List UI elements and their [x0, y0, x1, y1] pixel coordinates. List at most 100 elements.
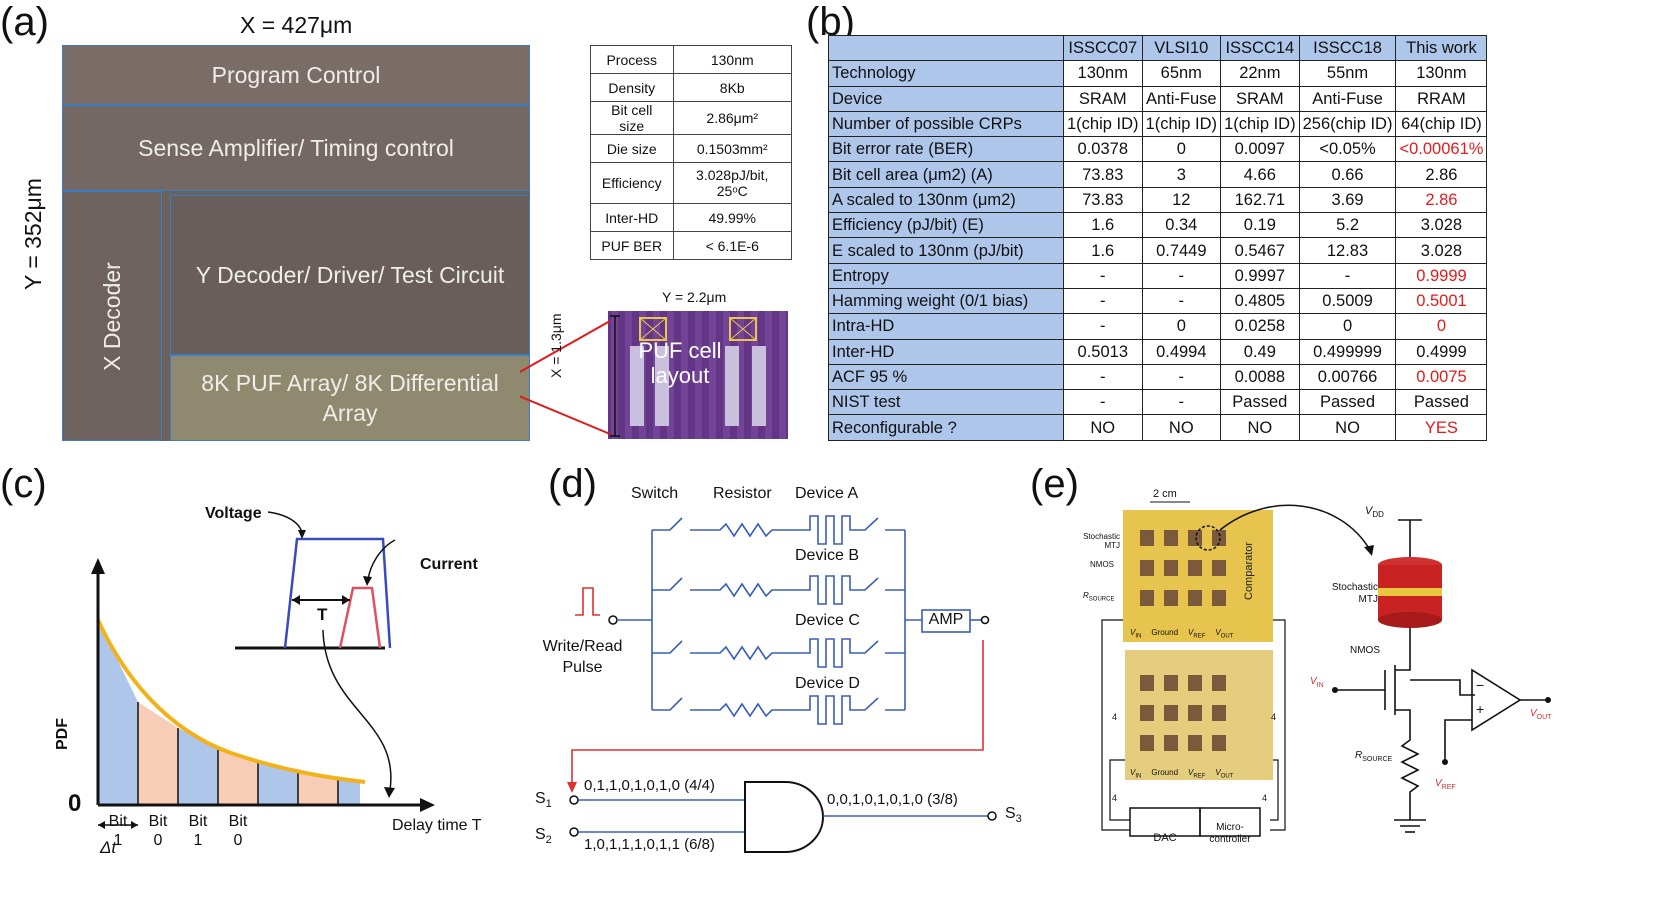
device-d-label: Device D: [795, 675, 860, 692]
puf-cell-layout: [520, 311, 788, 439]
row-label: Bit cell area (μm2) (A): [828, 161, 1064, 188]
table-cell: 0.66: [1298, 161, 1397, 188]
row-label: Entropy: [828, 262, 1064, 289]
t-label: T: [317, 605, 328, 624]
panel-e-diagram: [1101, 501, 1551, 837]
table-cell: 0.49: [1220, 338, 1300, 365]
device-branch-path: [652, 515, 905, 545]
row-label: Reconfigurable ?: [828, 414, 1064, 441]
panel-e-label: (e): [1030, 462, 1079, 506]
row-label: Efficiency (pJ/bit) (E): [828, 212, 1064, 239]
resistor-label: Resistor: [713, 485, 772, 502]
bin-7: [338, 778, 360, 805]
block-y-decoder: Y Decoder/ Driver/ Test Circuit: [170, 195, 530, 355]
table-cell: 22nm: [1220, 60, 1300, 87]
table-cell: 162.71: [1220, 186, 1300, 214]
delta-t-label: Δt: [100, 838, 117, 857]
table-cell: 0.5001: [1395, 287, 1488, 315]
table-cell: 0.499999: [1298, 338, 1397, 365]
table-cell: 0: [1395, 313, 1488, 340]
block-sense-amplifier: Sense Amplifier/ Timing control: [62, 105, 530, 191]
block-puf-array: 8K PUF Array/ 8K Differential Array: [170, 355, 530, 441]
table-cell: 0.34: [1141, 212, 1222, 239]
device-b-label: Device B: [795, 547, 860, 564]
column-header: ISSCC14: [1220, 34, 1300, 62]
device-branch: [652, 695, 905, 725]
table-cell: -: [1063, 389, 1143, 416]
x-decoder-text: X Decoder: [98, 261, 125, 371]
table-cell: 0.5467: [1220, 237, 1300, 264]
table-cell: SRAM: [1063, 85, 1143, 112]
table-cell: 0.9997: [1220, 262, 1300, 289]
row-label: Number of possible CRPs: [828, 110, 1064, 138]
puf-cell-layout-label: PUF cell layout: [638, 338, 722, 388]
table-cell: -: [1063, 313, 1143, 340]
current-label: Current: [420, 556, 478, 573]
amp-label: AMP: [928, 611, 964, 628]
table-cell: Anti-Fuse: [1298, 85, 1397, 112]
pdf-curve: [96, 619, 366, 784]
device-a-label: Device A: [795, 485, 859, 502]
s1-label: S1: [535, 790, 552, 811]
column-header: VLSI10: [1141, 34, 1222, 62]
row-label: E scaled to 130nm (pJ/bit): [828, 237, 1064, 264]
table-cell: 73.83: [1063, 186, 1143, 214]
spec-value: 8Kb: [672, 73, 792, 102]
table-cell: Passed: [1395, 389, 1488, 416]
panel-a-label: (a): [0, 0, 49, 44]
table-cell: 3: [1141, 161, 1222, 188]
table-cell: <0.00061%: [1395, 136, 1488, 163]
block-program-control: Program Control: [62, 45, 530, 105]
table-cell: 2.86: [1395, 161, 1488, 188]
nmos-photo-label: NMOS: [1090, 560, 1114, 569]
vout-label: VOUT: [1530, 708, 1552, 721]
bus-width-right-top: 4: [1271, 712, 1277, 722]
bin-1: [98, 620, 138, 805]
comparison-row: Entropy--0.9997-0.9999: [828, 262, 1488, 289]
device-c-label: Device C: [795, 612, 860, 629]
table-cell: 0.00766: [1298, 363, 1397, 391]
stochastic-mtj-schematic-label: Stochastic MTJ: [1331, 582, 1378, 605]
spec-row: PUF BER< 6.1E-6: [590, 231, 792, 260]
bin-4: [218, 748, 258, 805]
table-cell: Passed: [1220, 389, 1300, 416]
s1-bits: 0,1,1,0,1,0,1,0 (4/4): [584, 777, 715, 794]
current-pulse: [338, 586, 382, 649]
row-label: ACF 95 %: [828, 363, 1064, 391]
voltage-label: Voltage: [205, 505, 262, 522]
table-cell: 0.0378: [1063, 136, 1143, 163]
table-cell: 3.028: [1395, 212, 1488, 239]
vref-label: VREF: [1435, 778, 1456, 791]
bin-5: [258, 762, 298, 805]
table-cell: NO: [1298, 414, 1397, 441]
column-header: [828, 34, 1064, 62]
table-cell: 73.83: [1063, 161, 1143, 188]
spec-label: Inter-HD: [590, 203, 674, 232]
bin-3: [178, 728, 218, 805]
table-cell: SRAM: [1220, 85, 1300, 112]
spec-value: 2.86μm²: [672, 101, 792, 135]
bin-2: [138, 702, 178, 805]
row-label: Bit error rate (BER): [828, 136, 1064, 163]
table-cell: 5.2: [1298, 212, 1397, 239]
table-cell: 0.5013: [1063, 338, 1143, 365]
switch-label: Switch: [631, 485, 679, 502]
s2-label: S2: [535, 826, 552, 847]
table-cell: YES: [1395, 414, 1488, 441]
table-cell: -: [1141, 389, 1222, 416]
device-branch: [652, 638, 905, 668]
stochastic-mtj-photo-label: Stochastic MTJ: [1083, 532, 1120, 550]
block-x-decoder: X Decoder: [62, 191, 162, 441]
spec-value: 3.028pJ/bit, 25ᵒC: [672, 162, 792, 204]
